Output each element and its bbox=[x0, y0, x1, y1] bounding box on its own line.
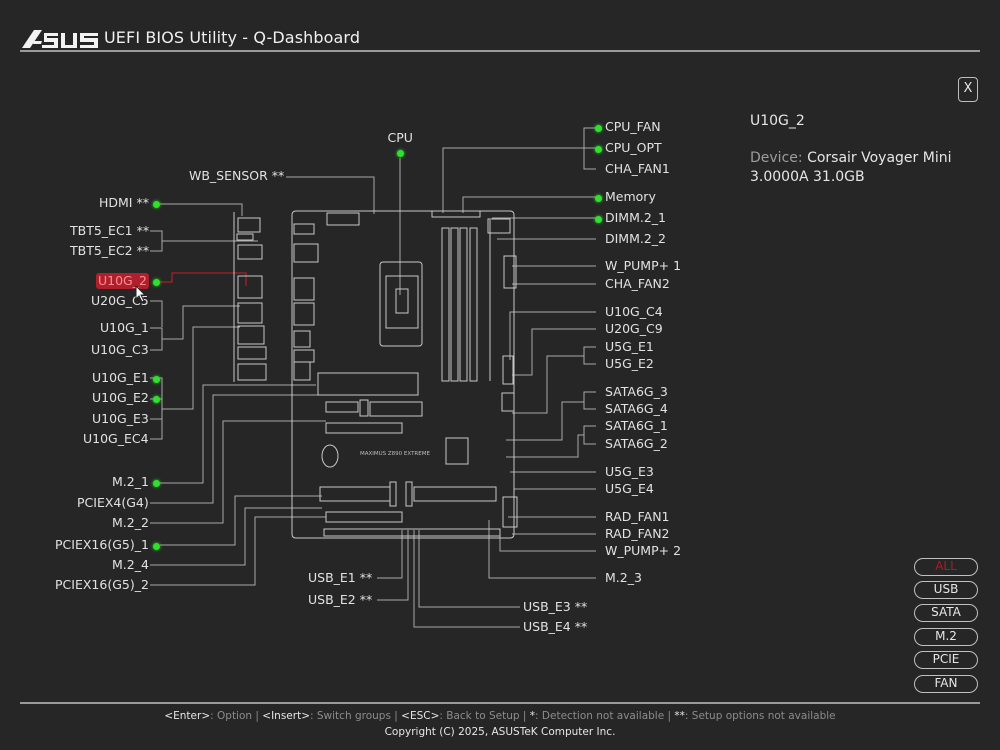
selected-connector-line bbox=[160, 272, 247, 286]
hint-description: Back to Setup bbox=[446, 710, 520, 722]
hint-description: Option bbox=[217, 710, 253, 722]
copyright: Copyright (C) 2025, ASUSTeK Computer Inc… bbox=[384, 726, 616, 738]
pciex16-g5-1-status-dot bbox=[152, 542, 160, 550]
mouse-cursor-icon bbox=[135, 285, 147, 303]
filter-sata-button[interactable]: SATA bbox=[914, 604, 978, 622]
port-label-pciex16-g5-1[interactable]: PCIEX16(G5)_1 bbox=[55, 537, 149, 552]
connector-lines bbox=[150, 127, 596, 628]
asus-logo-icon bbox=[22, 30, 98, 48]
cpu-status-dot bbox=[396, 149, 404, 157]
port-label-sata6g-3[interactable]: SATA6G_3 bbox=[605, 384, 668, 399]
cpu-opt-status-dot bbox=[594, 145, 602, 153]
port-label-tbt5-ec2[interactable]: TBT5_EC2 ** bbox=[70, 243, 150, 258]
port-label-w-pump-2[interactable]: W_PUMP+ 2 bbox=[605, 543, 682, 558]
port-label-m-2-3[interactable]: M.2_3 bbox=[605, 570, 642, 585]
port-label-u5g-e1[interactable]: U5G_E1 bbox=[605, 339, 654, 354]
board-outline bbox=[233, 210, 518, 539]
device-key: Device: bbox=[750, 150, 803, 166]
u10g-e2-status-dot bbox=[152, 395, 160, 403]
port-label-u10g-e3[interactable]: U10G_E3 bbox=[92, 411, 149, 426]
port-label-pciex4-g4[interactable]: PCIEX4(G4) bbox=[77, 495, 149, 510]
port-label-rad-fan1[interactable]: RAD_FAN1 bbox=[605, 509, 670, 524]
port-label-u10g-2[interactable]: U10G_2 bbox=[96, 273, 149, 289]
hint-separator: | bbox=[390, 710, 402, 722]
u10g-e1-status-dot bbox=[152, 375, 160, 383]
port-label-u5g-e2[interactable]: U5G_E2 bbox=[605, 356, 654, 371]
port-label-u10g-1[interactable]: U10G_1 bbox=[100, 320, 149, 335]
port-label-sata6g-2[interactable]: SATA6G_2 bbox=[605, 436, 668, 451]
dimm-2-1-status-dot bbox=[594, 215, 602, 223]
key-hints: <Enter>: Option | <Insert>: Switch group… bbox=[0, 710, 1000, 722]
device-info: Device: Corsair Voyager Mini 3.0000A 31.… bbox=[750, 149, 990, 187]
port-label-usb-e3[interactable]: USB_E3 ** bbox=[523, 599, 588, 614]
port-label-u10g-e1[interactable]: U10G_E1 bbox=[92, 370, 149, 385]
port-label-rad-fan2[interactable]: RAD_FAN2 bbox=[605, 526, 670, 541]
cpu-fan-status-dot bbox=[594, 124, 602, 132]
motherboard-diagram: MAXIMUS Z890 EXTREME bbox=[150, 127, 596, 628]
port-label-pciex16-g5-2[interactable]: PCIEX16(G5)_2 bbox=[55, 577, 149, 592]
port-label-cha-fan2[interactable]: CHA_FAN2 bbox=[605, 276, 670, 291]
header-divider bbox=[20, 50, 980, 52]
port-label-m-2-1[interactable]: M.2_1 bbox=[112, 474, 149, 489]
hint-description: Switch groups bbox=[316, 710, 391, 722]
hint-colon: : bbox=[210, 710, 218, 722]
hdmi-status-dot bbox=[152, 200, 160, 208]
port-label-dimm-2-2[interactable]: DIMM.2_2 bbox=[605, 231, 667, 246]
u10g-2-status-dot bbox=[152, 278, 160, 286]
port-label-w-pump-1[interactable]: W_PUMP+ 1 bbox=[605, 258, 682, 273]
port-label-u10g-e2[interactable]: U10G_E2 bbox=[92, 390, 149, 405]
port-label-u10g-c3[interactable]: U10G_C3 bbox=[91, 342, 149, 357]
hint-separator: | bbox=[519, 710, 530, 722]
hint-separator: | bbox=[252, 710, 263, 722]
port-label-cpu-opt[interactable]: CPU_OPT bbox=[605, 140, 662, 155]
board-model-text: MAXIMUS Z890 EXTREME bbox=[360, 451, 430, 457]
port-label-usb-e1[interactable]: USB_E1 ** bbox=[308, 570, 373, 585]
port-label-tbt5-ec1[interactable]: TBT5_EC1 ** bbox=[70, 223, 150, 238]
hint-description: Detection not available bbox=[541, 710, 665, 722]
filter-pcie-button[interactable]: PCIE bbox=[914, 651, 978, 669]
filter-m-2-button[interactable]: M.2 bbox=[914, 628, 978, 646]
selected-port-title: U10G_2 bbox=[750, 113, 805, 129]
port-label-u5g-e4[interactable]: U5G_E4 bbox=[605, 481, 654, 496]
port-label-usb-e2[interactable]: USB_E2 ** bbox=[308, 592, 373, 607]
hint-key: <ESC> bbox=[401, 710, 440, 722]
port-label-wb-sensor[interactable]: WB_SENSOR ** bbox=[189, 168, 285, 183]
close-button[interactable]: X bbox=[958, 77, 978, 102]
hint-description: Setup options not available bbox=[691, 710, 836, 722]
port-label-sata6g-1[interactable]: SATA6G_1 bbox=[605, 418, 668, 433]
hint-key: ** bbox=[674, 710, 685, 722]
hint-colon: : bbox=[535, 710, 542, 722]
port-label-cpu-fan[interactable]: CPU_FAN bbox=[605, 119, 661, 134]
filter-fan-button[interactable]: FAN bbox=[914, 675, 978, 693]
hint-colon: : bbox=[310, 710, 317, 722]
filter-all-button[interactable]: ALL bbox=[914, 558, 978, 576]
port-label-hdmi[interactable]: HDMI ** bbox=[99, 195, 149, 210]
port-label-u5g-e3[interactable]: U5G_E3 bbox=[605, 464, 654, 479]
port-label-memory[interactable]: Memory bbox=[605, 189, 656, 204]
port-label-u10g-c4[interactable]: U10G_C4 bbox=[605, 304, 663, 319]
hint-key: <Insert> bbox=[262, 710, 310, 722]
app-title: UEFI BIOS Utility - Q-Dashboard bbox=[104, 28, 361, 47]
port-label-u10g-ec4[interactable]: U10G_EC4 bbox=[83, 431, 149, 446]
port-label-u20g-c9[interactable]: U20G_C9 bbox=[605, 321, 663, 336]
memory-status-dot bbox=[594, 194, 602, 202]
footer-divider bbox=[20, 702, 980, 704]
port-label-cpu[interactable]: CPU bbox=[387, 130, 413, 145]
hint-separator: | bbox=[664, 710, 675, 722]
m-2-1-status-dot bbox=[152, 479, 160, 487]
port-label-cha-fan1[interactable]: CHA_FAN1 bbox=[605, 161, 670, 176]
port-label-m-2-4[interactable]: M.2_4 bbox=[112, 557, 149, 572]
header: UEFI BIOS Utility - Q-Dashboard bbox=[20, 26, 980, 52]
port-label-u20g-c5[interactable]: U20G_C5 bbox=[91, 293, 149, 308]
port-label-m-2-2[interactable]: M.2_2 bbox=[112, 515, 149, 530]
port-label-usb-e4[interactable]: USB_E4 ** bbox=[523, 619, 588, 634]
hint-key: <Enter> bbox=[164, 710, 211, 722]
hint-key: * bbox=[529, 710, 536, 722]
filter-usb-button[interactable]: USB bbox=[914, 581, 978, 599]
device-value: Corsair Voyager Mini 3.0000A 31.0GB bbox=[750, 150, 952, 185]
port-label-dimm-2-1[interactable]: DIMM.2_1 bbox=[605, 210, 667, 225]
hint-colon: : bbox=[439, 710, 447, 722]
port-label-sata6g-4[interactable]: SATA6G_4 bbox=[605, 401, 668, 416]
hint-colon: : bbox=[684, 710, 692, 722]
